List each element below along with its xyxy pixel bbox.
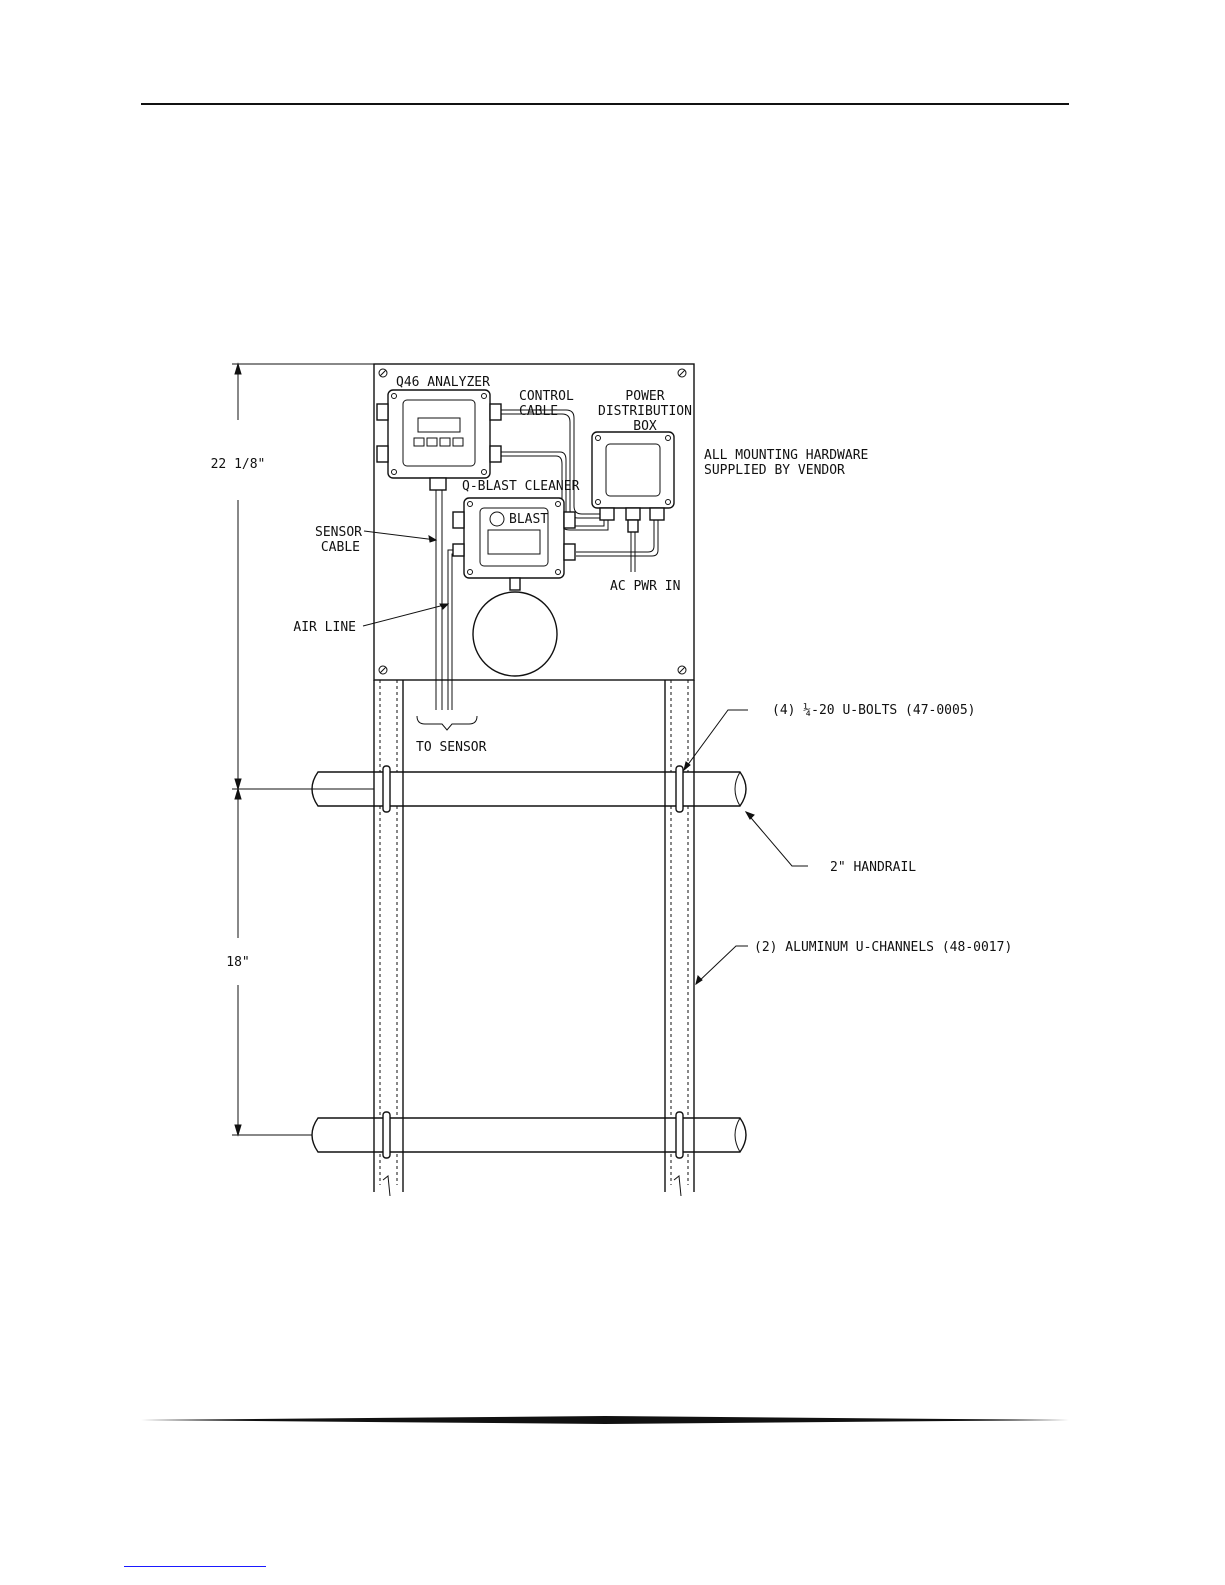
label-control-cable-1: CONTROL [519,389,574,404]
label-ac-power: AC PWR IN [610,579,680,594]
power-distribution-box [592,432,674,532]
label-hardware-note-1: ALL MOUNTING HARDWARE [704,448,868,463]
label-air-line: AIR LINE [293,620,356,635]
label-analyzer: Q46 ANALYZER [396,375,490,390]
dimension-overall-height: 22 1/8" [211,457,266,472]
label-blast-cleaner: Q-BLAST CLEANER [462,479,580,494]
footer-link-underline [124,1566,266,1567]
footer-rule [141,1416,1069,1424]
label-sensor-cable-1: SENSOR [315,525,362,540]
label-power-box-1: POWER [625,389,664,404]
channel-overlay [374,772,694,1152]
label-u-channels: (2) ALUMINUM U-CHANNELS (48-0017) [754,940,1012,955]
label-hardware-note-2: SUPPLIED BY VENDOR [704,463,845,478]
q46-analyzer [377,390,501,490]
label-power-box-3: BOX [633,419,657,434]
label-power-box-2: DISTRIBUTION [598,404,692,419]
label-to-sensor: TO SENSOR [416,740,487,755]
label-u-bolts: (4) ¼-20 U-BOLTS (47-0005) [772,703,976,718]
u-bolts [383,766,683,1158]
svg-text:BLAST: BLAST [509,512,548,527]
label-control-cable-2: CABLE [519,404,558,419]
air-reservoir [473,592,557,676]
q-blast-cleaner: BLAST [453,498,575,590]
label-sensor-cable-2: CABLE [321,540,360,555]
label-handrail: 2" HANDRAIL [830,860,916,875]
dimension-lines [232,364,374,1135]
dimension-rail-spacing: 18" [226,955,249,970]
to-sensor-bracket [417,716,477,730]
